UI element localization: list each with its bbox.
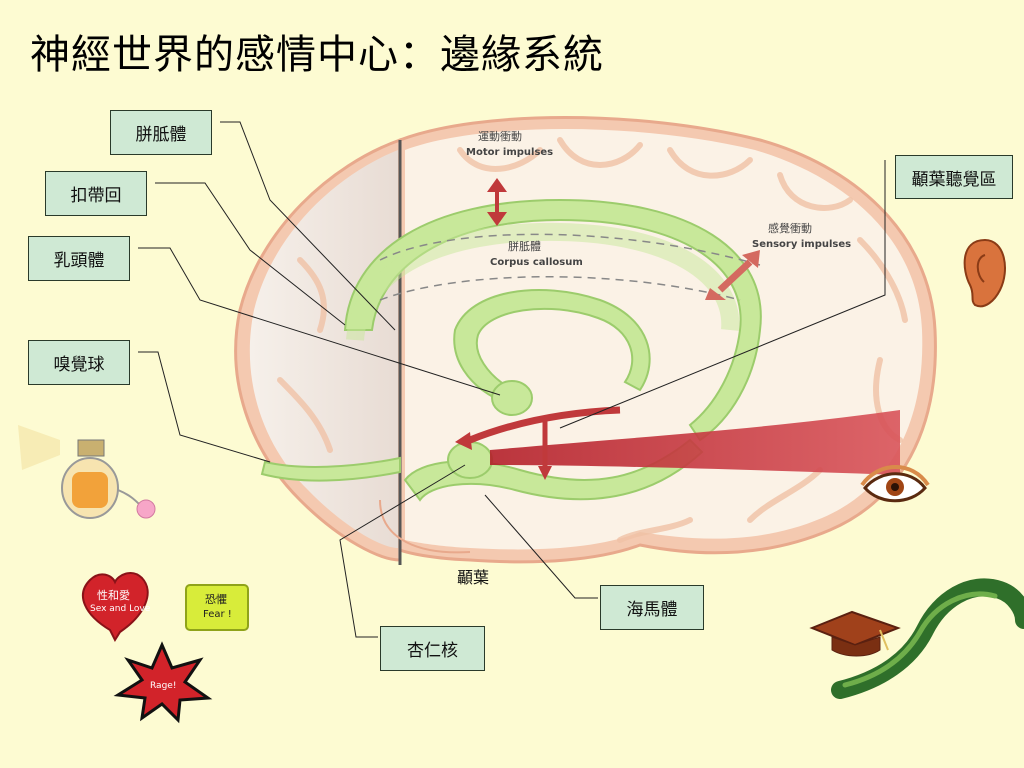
corpus-callosum-band (346, 222, 740, 342)
sensory-impulses-en: Sensory impulses (752, 239, 851, 250)
graduation-cap-icon (809, 610, 901, 657)
leader-mammillary-body (138, 247, 501, 396)
eye-icon (860, 465, 930, 503)
snake-highlight (842, 591, 998, 688)
sensory-impulses-zh: 感覺衝動 (768, 221, 812, 235)
leader-auditory-cortex (559, 160, 886, 429)
callout-corpus-callosum: 胼胝體 (110, 110, 212, 155)
callout-cingulate-gyrus: 扣帶回 (45, 171, 147, 216)
slide-title: 神經世界的感情中心：邊緣系統 (30, 32, 604, 78)
leader-corpus-callosum (220, 121, 396, 331)
motor-impulses-zh: 運動衝動 (478, 129, 522, 143)
ear-icon (963, 238, 1006, 308)
limbic-structures (260, 198, 762, 554)
heart-sticker-zh: 性和愛 (97, 588, 130, 602)
brain-cut-face (249, 150, 398, 548)
sensory-arrow (705, 250, 760, 300)
olfactory-tract-shape (260, 456, 401, 482)
rage-sticker-icon: Rage! (113, 641, 213, 724)
leader-olfactory-bulb (138, 351, 271, 463)
rage-sticker-en: Rage! (150, 681, 176, 691)
fear-sticker-icon: 恐懼 Fear ! (185, 584, 249, 631)
leader-cingulate-gyrus (155, 182, 346, 326)
callout-hippocampus: 海馬體 (600, 585, 704, 630)
gyri-texture (277, 137, 908, 543)
mammillary-body-shape (491, 380, 533, 416)
corpus-dashed-lower (379, 276, 741, 301)
leader-hippocampus (484, 494, 598, 599)
fear-sticker-en: Fear ! (203, 609, 232, 620)
callout-amygdala: 杏仁核 (380, 626, 485, 671)
temporal-lobe-outline (379, 499, 471, 554)
label-temporal-lobe: 顳葉 (457, 568, 490, 587)
leader-lines (138, 121, 886, 638)
motor-arrow (487, 178, 507, 226)
perfume-bottle-icon (18, 425, 156, 519)
callout-mammillary-body: 乳頭體 (28, 236, 130, 281)
callout-auditory-cortex: 顳葉聽覺區 (895, 155, 1013, 199)
corpus-dashed-upper (379, 233, 761, 266)
corpus-callosum-en: Corpus callosum (490, 257, 583, 268)
corpus-callosum-zh: 胼胝體 (508, 239, 541, 253)
heart-sticker-icon: 性和愛 Sex and Love (81, 572, 151, 643)
leader-amygdala (339, 464, 466, 638)
callout-olfactory-bulb: 嗅覺球 (28, 340, 130, 385)
visual-pathway-beam (490, 410, 900, 475)
heart-sticker-en: Sex and Love (90, 604, 151, 614)
fear-sticker-zh: 恐懼 (205, 593, 227, 606)
motor-impulses-en: Motor impulses (466, 147, 553, 158)
